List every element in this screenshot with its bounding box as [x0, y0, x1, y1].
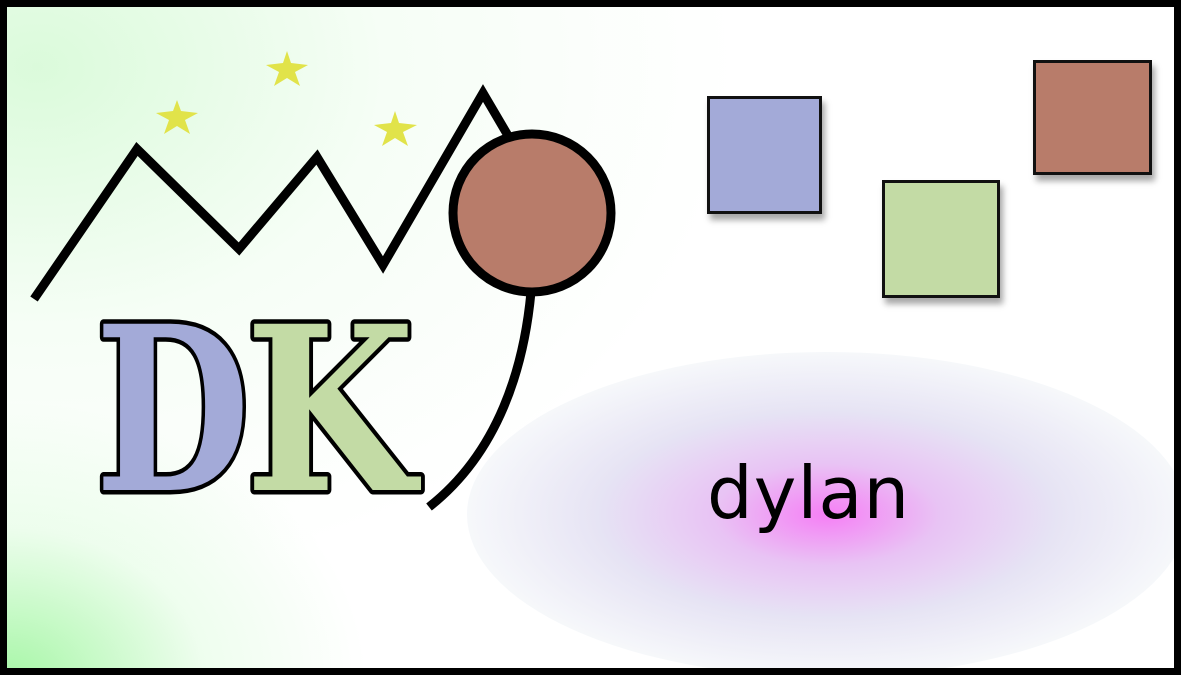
mountain-line: [30, 84, 514, 302]
star-icon: [156, 100, 198, 134]
name-glow: [467, 352, 1174, 668]
brown-circle: [448, 129, 616, 297]
green-square: [882, 180, 1000, 298]
blue-square: [707, 96, 822, 214]
balloon-string: [426, 291, 536, 511]
logo-artwork: D K: [30, 51, 616, 549]
star-icon: [266, 51, 308, 86]
dk-monogram: D K: [91, 272, 427, 549]
letter-d: D: [95, 276, 250, 544]
star-icon: [374, 111, 417, 146]
brown-square: [1033, 60, 1152, 175]
name-label: dylan: [707, 451, 911, 535]
letter-k: K: [245, 276, 422, 544]
